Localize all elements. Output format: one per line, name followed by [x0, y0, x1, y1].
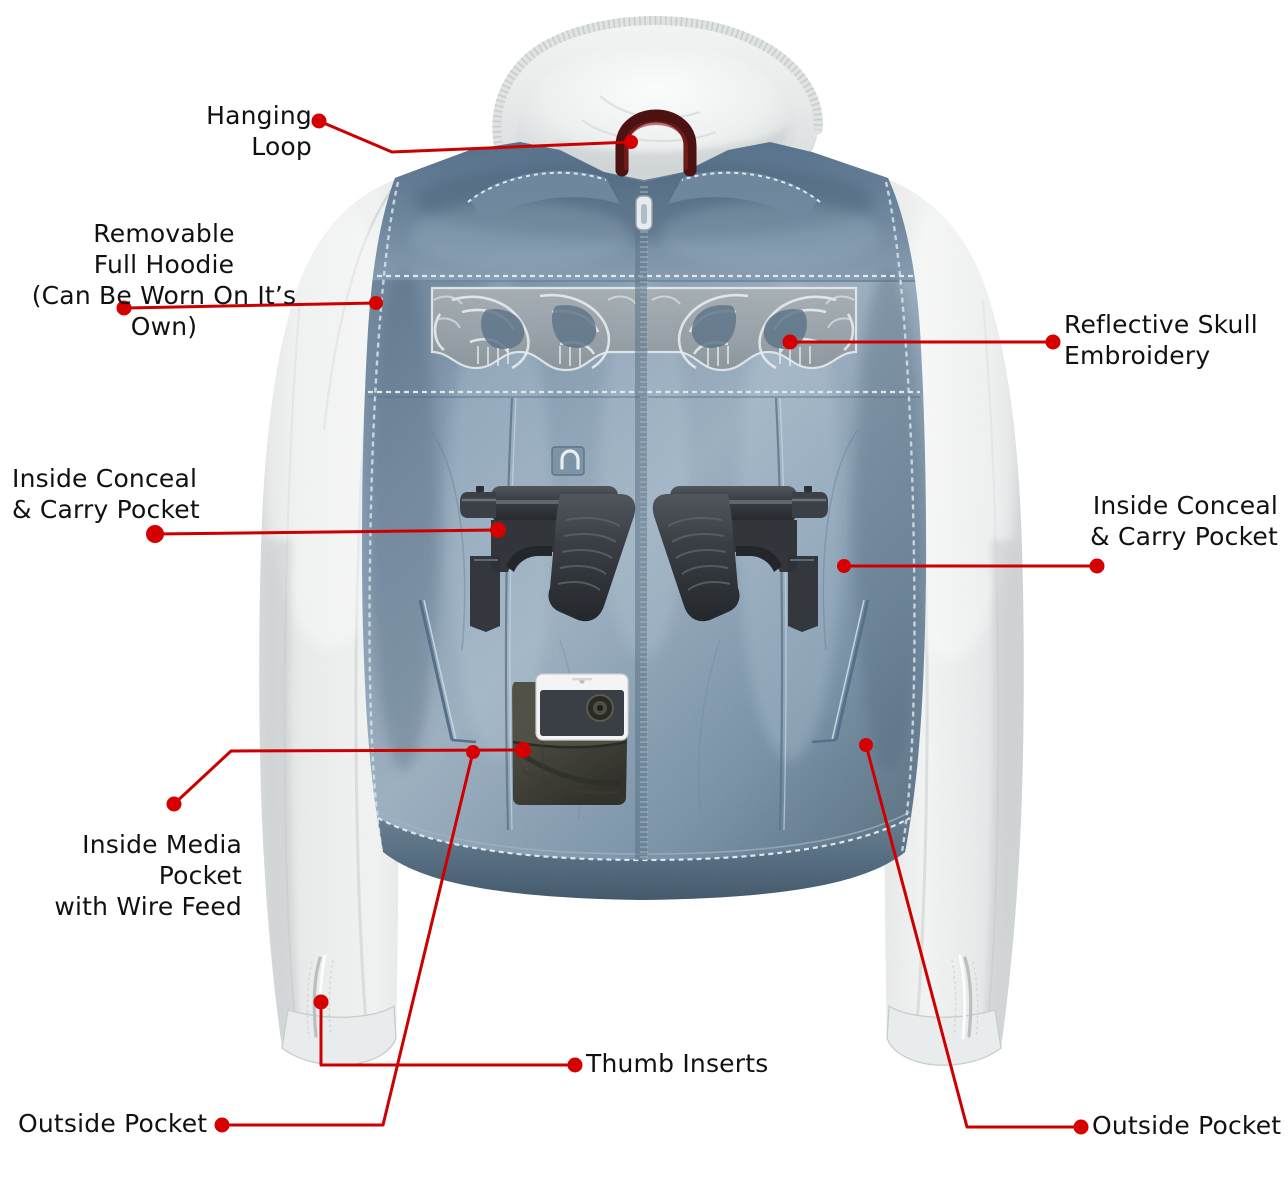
dot-hanging-loop [311, 113, 327, 129]
callout-label-inside-conceal-carry-pocket-right: Inside Conceal & Carry Pocket [1090, 491, 1278, 551]
leader-inside-media-pocket [172, 748, 525, 806]
smartphone [535, 673, 629, 741]
dot-thumb-inserts [567, 1057, 583, 1073]
thumb-insert-slit-right [951, 954, 979, 1040]
dot-outside-pocket-left [214, 1117, 230, 1133]
callout-label-inside-media-pocket-wire-feed: Inside Media Pocket with Wire Feed [54, 830, 242, 921]
dot-media-pocket-target [515, 742, 531, 758]
handgun-left [460, 486, 636, 632]
leader-outside-pocket-left [220, 750, 475, 1127]
center-zipper [635, 186, 653, 860]
callout-label-removable-full-hoodie: Removable Full Hoodie (Can Be Worn On It… [31, 219, 297, 341]
dot-media-pocket [166, 796, 182, 812]
callout-label-hanging-loop: Hanging Loop [206, 101, 312, 161]
leather-vest-body [361, 109, 927, 900]
leader-outside-pocket-right [864, 743, 1083, 1129]
leader-inside-conceal-left [153, 528, 500, 536]
leader-thumb-inserts [319, 1000, 577, 1067]
dot-conceal-left-target [490, 522, 506, 538]
leader-hanging-loop [317, 119, 633, 154]
dot-outside-pocket-right [1073, 1119, 1089, 1135]
inside-media-pocket [512, 673, 629, 805]
dot-conceal-left [146, 525, 164, 543]
callout-label-outside-pocket-left: Outside Pocket [18, 1109, 208, 1138]
callout-leader-lines [122, 119, 1099, 1129]
leader-removable-full-hoodie [122, 301, 378, 310]
callout-label-outside-pocket-right: Outside Pocket [1092, 1111, 1282, 1140]
callout-label-inside-conceal-carry-pocket-left: Inside Conceal & Carry Pocket [12, 464, 200, 524]
dot-reflective-skull-tgt [782, 334, 798, 350]
zipper-pull [635, 195, 653, 231]
dot-thumb-inserts-target [313, 994, 329, 1010]
dot-outside-pocket-r-tgt [859, 738, 873, 752]
dot-conceal-right [1089, 558, 1105, 574]
outside-pocket-left-welt [418, 599, 477, 744]
dot-removable-hoodie [116, 300, 132, 316]
dot-removable-hoodie-tgt [369, 296, 383, 310]
callout-label-thumb-inserts: Thumb Inserts [586, 1049, 769, 1078]
dot-hanging-loop-target [624, 135, 638, 149]
dot-reflective-skull [1045, 334, 1061, 350]
wire-feed-grommet [586, 694, 614, 722]
conceal-carry-tab [551, 446, 585, 476]
callout-label-reflective-skull-embroidery: Reflective Skull Embroidery [1064, 310, 1258, 370]
dot-outside-pocket-l-tgt [466, 745, 480, 759]
dot-conceal-right-target [837, 559, 851, 573]
outside-pocket-right-welt [811, 599, 870, 744]
callout-leader-dots [116, 113, 1105, 1135]
handgun-right [652, 486, 828, 632]
